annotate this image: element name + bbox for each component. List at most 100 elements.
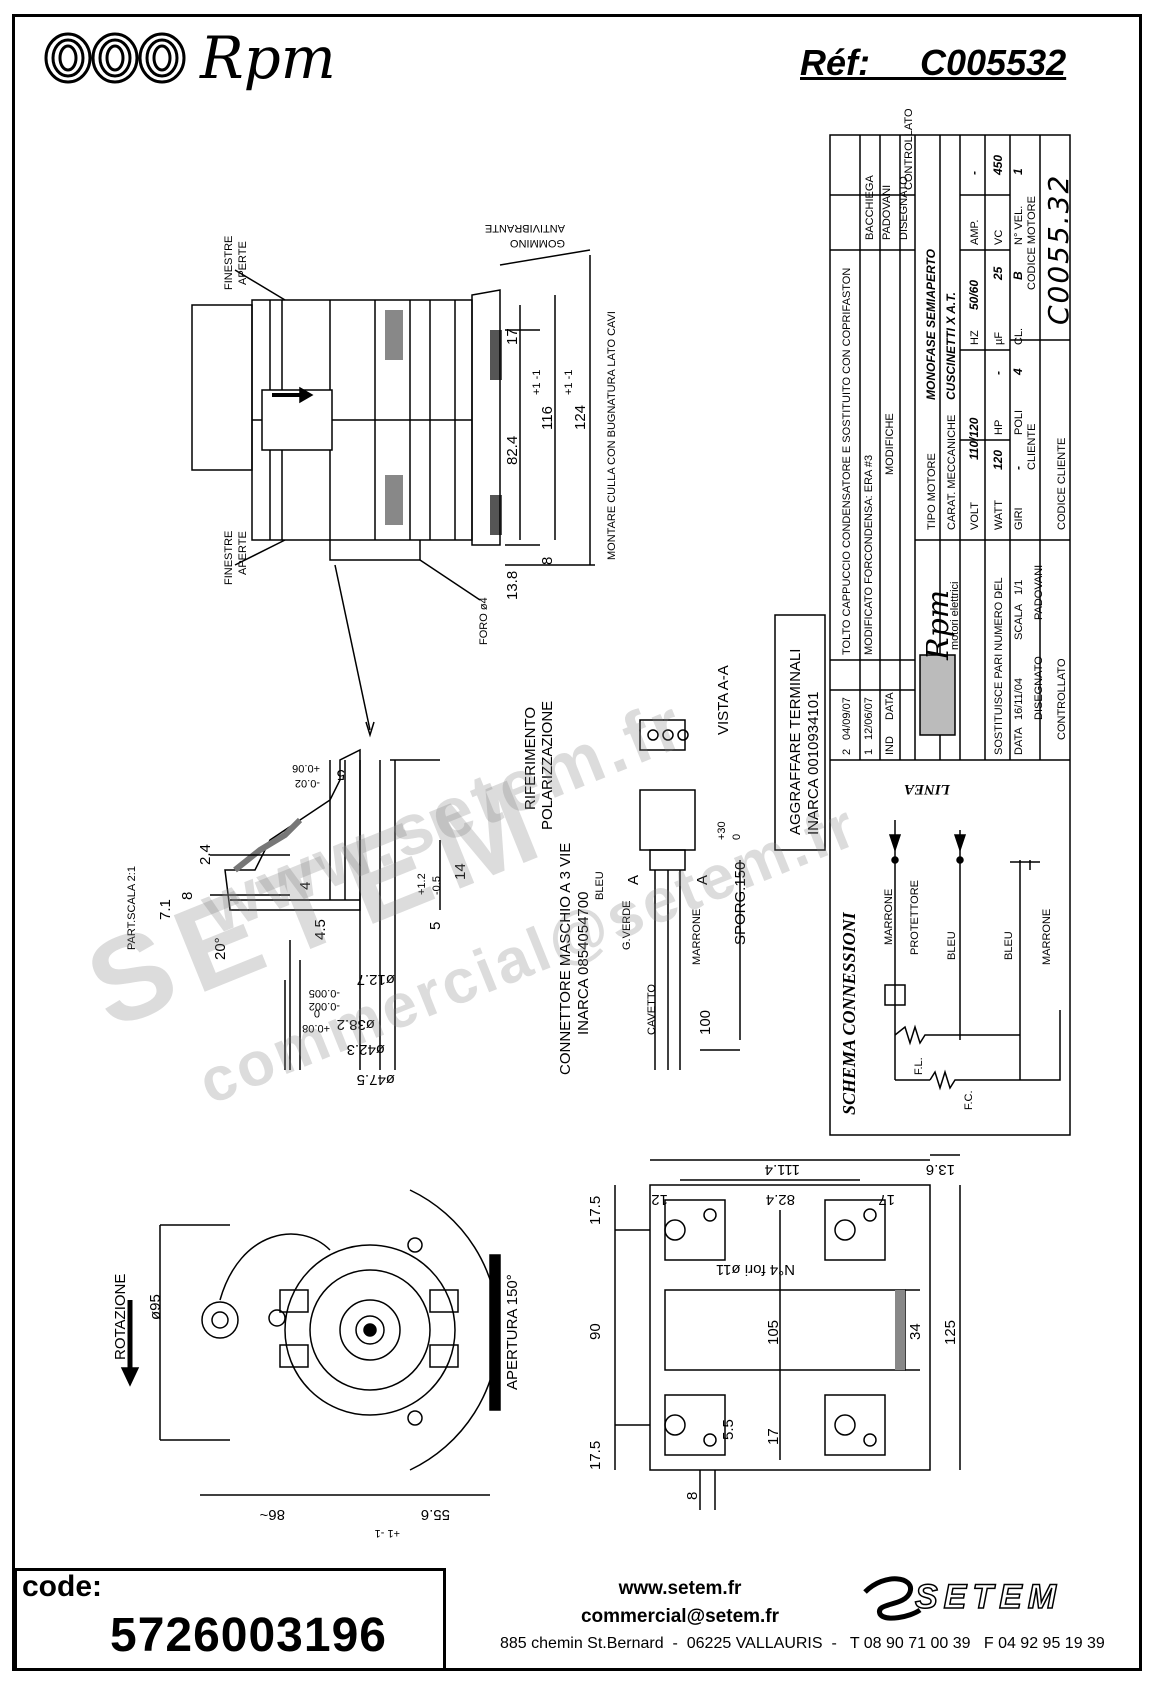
cavetto-label: CAVETTO (646, 984, 658, 1035)
giri-label: GIRI (1013, 507, 1025, 530)
watt-value: 120 (991, 450, 1005, 470)
vista-label: VISTA A-A (715, 665, 732, 735)
address: 885 chemin St.Bernard - 06225 VALLAURIS … (500, 1635, 1105, 1652)
base-dim-105: 105 (765, 1320, 782, 1345)
dim-116: 116 (539, 406, 556, 430)
detail-tol-12-7-a: -0.005 (309, 987, 340, 999)
carat-value: CUSCINETTI X A.T. (944, 292, 958, 400)
rpm-logo-text: Rpm (200, 24, 336, 92)
detail-dim-14: 14 (452, 863, 469, 880)
title-block-frame (829, 134, 1071, 1136)
base-dim-13-6: 13.6 (926, 1161, 955, 1178)
volt-value: 110/120 (967, 417, 981, 460)
detail-tol-12-7-b: -0.002 (309, 1000, 340, 1012)
controllato-label: CONTROLLATO (1056, 658, 1068, 740)
website-link[interactable]: www.setem.fr (618, 1578, 742, 1599)
controllato-header: CONTROLLATO (903, 108, 915, 190)
ref-label: Réf: (800, 42, 870, 83)
poli-value: 4 (1011, 368, 1025, 376)
code-label: code: (22, 1570, 103, 1603)
detail-tol-38-2-a: 0 (314, 1007, 320, 1019)
rev-header-sig: DISEGNATO (898, 176, 910, 240)
data-label: DATA (1013, 727, 1025, 755)
base-dim-111-4: 111.4 (765, 1161, 800, 1178)
base-dim-5-5: 5.5 (720, 1419, 737, 1440)
aperte-2-label: APERTE (237, 531, 249, 575)
tol-116: +1 -1 (531, 370, 543, 395)
poli-label: POLI (1013, 410, 1025, 435)
base-dim-12: 12 (651, 1191, 668, 1208)
montare-note: MONTARE CULLA CON BUGNATURA LATO CAVI (606, 311, 618, 560)
amp-label: AMP. (969, 220, 981, 245)
title-block-rpm-sub: motori elettrici (949, 582, 961, 650)
schema-marrone-2: MARRONE (1041, 909, 1053, 965)
code-value: 5726003196 (110, 1609, 387, 1662)
giri-value: - (1011, 466, 1025, 470)
front-d-95: ø95 (147, 1294, 164, 1320)
gvb-wire-label: G.VERDE (621, 900, 633, 950)
sporg-label: SPORG.150 (732, 862, 749, 945)
antivibrante-label: ANTIVIBRANTE (485, 222, 565, 234)
dim-8: 8 (539, 557, 556, 565)
section-a-1: A (625, 875, 642, 885)
detail-dim-4: 4 (297, 882, 314, 890)
hz-value: 50/60 (967, 280, 981, 310)
rev-1-modifiche: MODIFICATO FORCONDENSA: ERA #3 (863, 455, 875, 655)
schema-marrone-1: MARRONE (883, 889, 895, 945)
cl-value: B (1011, 271, 1025, 280)
schema-protettore: PROTETTORE (909, 880, 921, 955)
sostituisce-label: SOSTITUISCE PARI NUMERO DEL (993, 577, 1005, 755)
sporg-tol-a: +30 (716, 821, 728, 840)
ref-value: C005532 (920, 42, 1067, 83)
rev-2-modifiche: TOLTO CAPPUCCIO CONDENSATORE E SOSTITUIT… (841, 268, 853, 655)
detail-tol-12: +1.2 (416, 873, 428, 895)
codice-motore-value: C0055.32 (1042, 174, 1075, 325)
vc-value: 450 (991, 155, 1005, 176)
dim-17: 17 (504, 328, 521, 345)
marrone-wire-label: MARRONE (691, 909, 703, 965)
rev-2-ind: 2 (841, 749, 853, 755)
cliente-label: CLIENTE (1026, 424, 1038, 470)
rev-header-modifiche: MODIFICHE (884, 413, 896, 475)
base-dim-90: 90 (587, 1323, 604, 1340)
codice-motore-label: CODICE MOTORE (1026, 196, 1038, 290)
disegnato-value: PADOVANI (1033, 565, 1045, 620)
connettore-code: INARCA 0854054700 (575, 892, 592, 1035)
detail-d-12-7: ø12.7 (357, 971, 395, 988)
detail-tol-05: -0.5 (431, 876, 443, 895)
uf-label: µF (993, 332, 1005, 345)
title-block-rpm: Rpm (921, 590, 956, 661)
vc-label: VC (993, 230, 1005, 245)
detail-dim-5-top: 5 (337, 766, 345, 783)
codice-cliente-label: CODICE CLIENTE (1056, 438, 1068, 530)
schema-bleu-1: BLEU (946, 931, 958, 960)
front-tol-55-6: +1 -1 (375, 1527, 400, 1539)
detail-tol-top-b: -0.02 (295, 777, 320, 789)
email-link[interactable]: commercial@setem.fr (580, 1606, 780, 1627)
hz-label: HZ (969, 330, 981, 345)
nvel-value: 1 (1011, 168, 1025, 175)
nvel-label: N° VEL. (1013, 206, 1025, 245)
dim-13-8: 13.8 (504, 571, 521, 600)
base-dim-17-5-top: 17.5 (587, 1196, 604, 1225)
base-dim-82-4: 82.4 (766, 1191, 795, 1208)
setem-logo: SETEM (914, 1577, 1063, 1617)
finestre-2-label: FINESTRE (223, 531, 235, 585)
bleu-wire-label: BLEU (594, 871, 606, 900)
base-dim-17-top: 17 (878, 1191, 895, 1208)
front-dim-55-6: 55.6 (421, 1506, 450, 1523)
apertura-label: APERTURA 150° (504, 1274, 521, 1390)
watt-label: WATT (993, 500, 1005, 530)
detail-tol-top-a: +0.06 (292, 762, 320, 774)
contact-block: www.setem.fr commercial@setem.fr (560, 1575, 800, 1631)
rev-header-ind: IND (884, 736, 896, 755)
detail-d-38-2: ø38.2 (337, 1016, 375, 1033)
amp-value: - (967, 171, 981, 175)
scala-label: SCALA (1013, 603, 1025, 640)
detail-d-47-5: ø47.5 (357, 1071, 395, 1088)
detail-angle: 20° (212, 937, 229, 960)
sporg-tol-b: 0 (731, 834, 743, 840)
foro-label: FORO ø4 (478, 597, 490, 645)
base-dim-8: 8 (684, 1492, 701, 1500)
